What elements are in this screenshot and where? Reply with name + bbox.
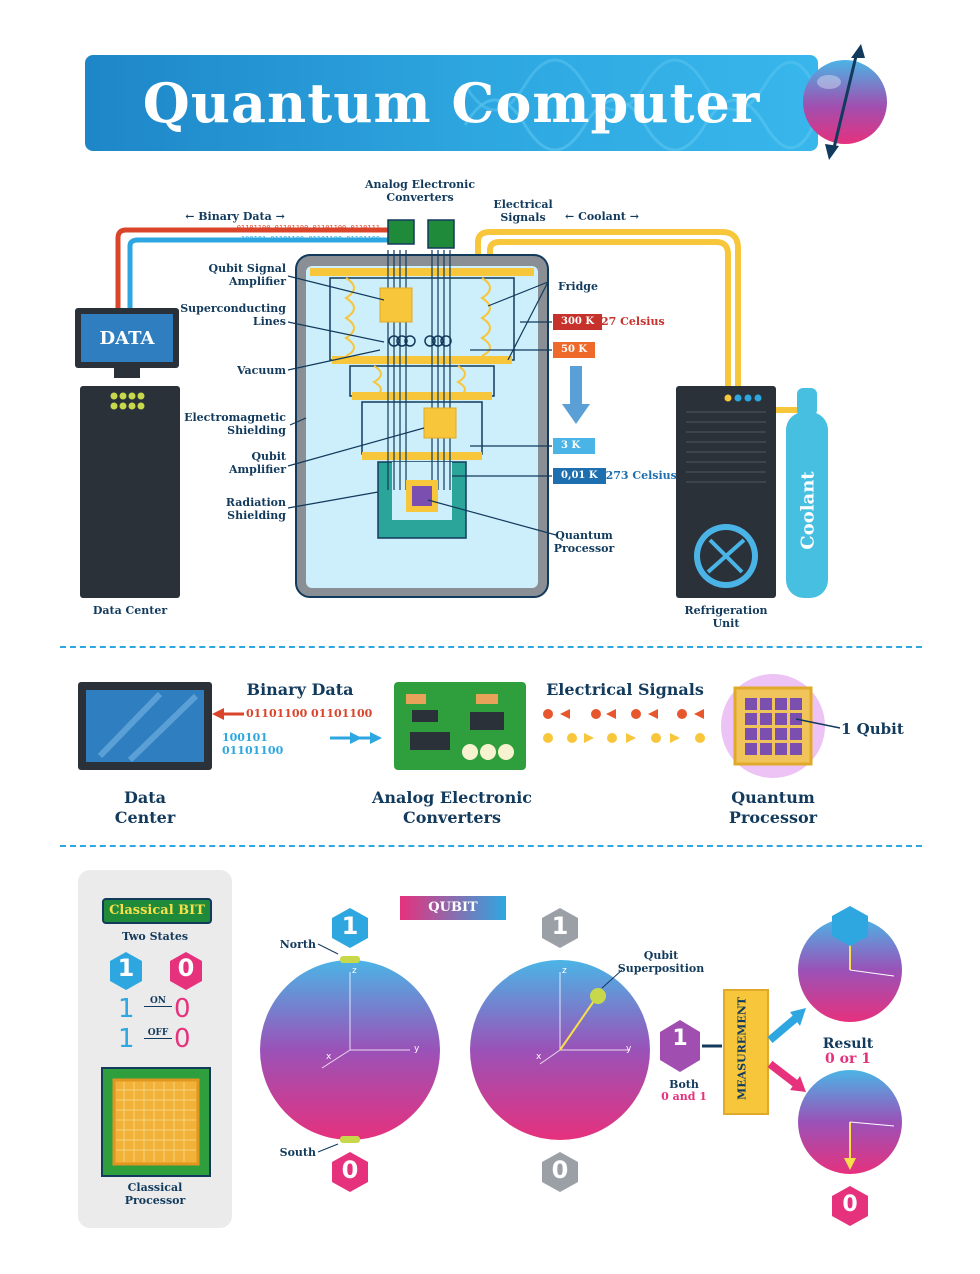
temp-50k: 50 K: [553, 342, 596, 358]
axis-x-1: x: [326, 1052, 332, 1062]
superposition-state-zero: 0: [551, 1156, 569, 1184]
qubit-spheres: [260, 906, 902, 1226]
measurement-label: MEASUREMENT: [735, 997, 749, 1100]
vacuum-label: Vacuum: [237, 364, 286, 377]
coolant-arrow-label: ← Coolant →: [565, 210, 639, 223]
axis-z-1: z: [352, 966, 357, 976]
temp-001k: 0,01 K: [553, 468, 606, 484]
temp-300k: 300 K: [553, 314, 603, 330]
qubit-signal-amplifier-label: Qubit Signal Amplifier: [208, 262, 286, 288]
binary-stream-red: 01101100 01101100 01101100 0110111: [236, 224, 380, 232]
flow-analog-converters-label: Analog Electronic Converters: [371, 788, 533, 827]
page-title: Quantum Computer: [142, 71, 761, 135]
flow-data-center-label: Data Center: [114, 788, 176, 827]
coolant-arrow-text: Coolant: [578, 210, 626, 223]
classical-bit-badge: Classical BIT: [102, 898, 212, 924]
analog-converters-label: Analog Electronic Converters: [364, 178, 476, 204]
axis-y-1: y: [414, 1044, 420, 1054]
north-state-one: 1: [341, 912, 359, 940]
flow-binary-out: 01101100 01101100: [246, 707, 373, 720]
data-screen-text: DATA: [99, 328, 155, 349]
temp-300k-note: 27 Celsius: [601, 315, 665, 328]
two-states-label: Two States: [121, 930, 189, 943]
on-state-one: 1: [118, 994, 135, 1024]
temp-3k: 3 K: [553, 438, 595, 454]
result-values-label: 0 or 1: [825, 1051, 871, 1067]
refrigeration-unit-label: Refrigeration Unit: [684, 604, 768, 630]
axis-y-2: y: [626, 1044, 632, 1054]
flow-electrical-signals-title: Electrical Signals: [546, 680, 704, 699]
qubit-badge: QUBIT: [400, 896, 506, 920]
quantum-processor-label: Quantum Processor: [553, 529, 615, 555]
qubit-sphere-icon: [803, 44, 887, 160]
south-state-zero: 0: [341, 1156, 359, 1184]
classical-processor-chip: [101, 1067, 211, 1177]
north-label: North: [279, 938, 316, 951]
axis-x-2: x: [536, 1052, 542, 1062]
off-label: OFF: [144, 1028, 172, 1039]
binary-data-label: ← Binary Data →: [185, 210, 285, 223]
binary-data-text: Binary Data: [198, 210, 272, 223]
divider: [60, 646, 922, 648]
superconducting-lines-label: Superconducting Lines: [180, 302, 286, 328]
on-label: ON: [144, 996, 172, 1007]
state-zero: 0: [177, 954, 195, 982]
state-one: 1: [117, 954, 135, 982]
result-state-one: 1: [842, 878, 858, 903]
qubit-amplifier-label: Qubit Amplifier: [228, 450, 286, 476]
on-state-zero: 0: [174, 994, 191, 1024]
two-states-hexagons: [110, 952, 202, 990]
off-state-one: 1: [118, 1024, 135, 1054]
superposition-state-one: 1: [551, 912, 569, 940]
radiation-shielding-label: Radiation Shielding: [225, 496, 286, 522]
south-label: South: [279, 1146, 316, 1159]
data-center-label: Data Center: [92, 604, 168, 617]
flow-binary-data-title: Binary Data: [246, 680, 354, 699]
quantum-computer-diagram: [75, 219, 828, 598]
em-shielding-label: Electromagnetic Shielding: [184, 411, 286, 437]
flow-binary-in: 100101 01101100: [222, 731, 284, 757]
both-label: Both: [669, 1078, 699, 1091]
both-hexagon-glyph: 1: [672, 1026, 688, 1051]
temp-001k-note: -273 Celsius: [601, 469, 677, 482]
banner-wave: [463, 58, 818, 151]
binary-stream-blue: 100101 01101100 01101100 01101100: [240, 235, 380, 243]
result-label: Result: [822, 1036, 874, 1052]
classical-processor-label: Classical Processor: [124, 1181, 186, 1207]
electrical-signals-label: Electrical Signals: [493, 198, 553, 224]
flow-one-qubit-label: 1 Qubit: [841, 720, 904, 738]
both-values-label: 0 and 1: [661, 1090, 707, 1103]
title-banner: Quantum Computer: [85, 55, 818, 151]
coolant-tank-label: Coolant: [797, 471, 819, 550]
axis-z-2: z: [562, 966, 567, 976]
result-state-zero: 0: [842, 1192, 858, 1217]
flow-quantum-processor-label: Quantum Processor: [728, 788, 818, 827]
fridge-label: Fridge: [558, 280, 598, 293]
off-state-zero: 0: [174, 1024, 191, 1054]
signal-flow-diagram: [78, 674, 841, 778]
divider: [60, 845, 922, 847]
qubit-superposition-label: Qubit Superposition: [617, 949, 705, 975]
